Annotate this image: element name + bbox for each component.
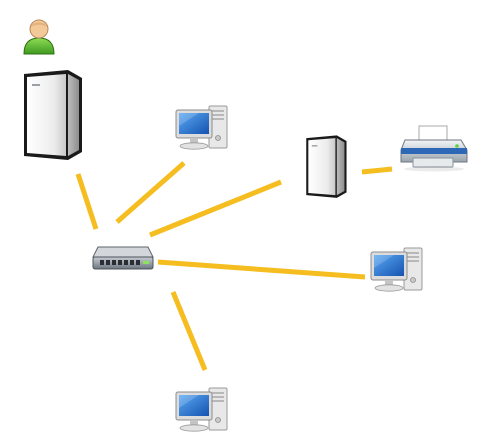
- server-tower-icon: [306, 135, 347, 198]
- node-user: [23, 19, 55, 55]
- node-workstation-bottom: [175, 387, 228, 432]
- node-network-switch: [92, 246, 154, 270]
- desktop-computer-icon: [175, 105, 228, 150]
- desktop-computer-icon: [175, 387, 228, 432]
- node-print-server: [306, 135, 347, 198]
- links-layer: [75, 161, 393, 371]
- node-workstation-top: [175, 105, 228, 150]
- link-network-switch-to-workstation-right: [157, 259, 366, 280]
- printer-icon: [400, 125, 468, 173]
- link-network-switch-to-workstation-bottom: [170, 291, 208, 371]
- node-printer: [400, 125, 468, 173]
- link-server-main-to-network-switch: [75, 173, 99, 230]
- node-server-main: [24, 70, 82, 160]
- server-tower-icon: [24, 70, 82, 160]
- user-icon: [23, 19, 55, 55]
- desktop-computer-icon: [370, 247, 423, 292]
- nodes-layer: [23, 19, 468, 432]
- network-switch-icon: [92, 246, 154, 270]
- node-workstation-right: [370, 247, 423, 292]
- link-print-server-to-printer: [361, 166, 393, 175]
- link-network-switch-to-print-server: [149, 179, 282, 238]
- link-network-switch-to-workstation-top: [115, 161, 186, 224]
